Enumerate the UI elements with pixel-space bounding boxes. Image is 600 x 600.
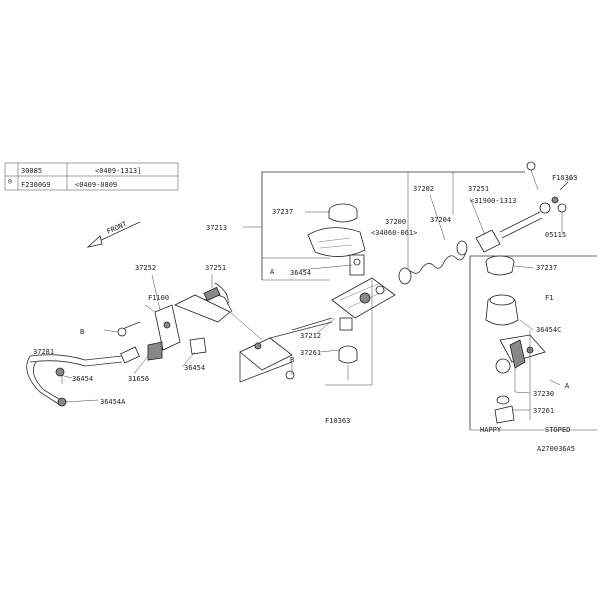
label-37204: 37204 [430, 216, 451, 224]
label-37213: 37213 [206, 224, 227, 232]
header-row2-part: F2300G9 [21, 181, 51, 189]
label-37200-sub: <34060-061> [371, 229, 417, 237]
label-stoped: STOPED [545, 426, 570, 434]
pipe-37281 [26, 346, 140, 407]
assembly-bracket [261, 171, 525, 281]
pipe-left [174, 282, 263, 341]
label-36454-low: 36454 [184, 364, 205, 372]
label-aa: A [565, 382, 570, 390]
label-f10363-bottom: F10363 [325, 417, 350, 425]
label-b-left: B [80, 328, 84, 336]
label-37237: 37237 [272, 208, 293, 216]
label-37212-mid: 37212 [300, 332, 321, 340]
reservoir-tank [307, 203, 366, 276]
label-37261-right: 37261 [533, 407, 554, 415]
front-label: FRONT [106, 220, 129, 236]
label-36454b: 36454A [100, 398, 126, 406]
coil-hose [398, 240, 468, 285]
header-row1-part: 30085 [21, 167, 42, 175]
label-37281: 37281 [33, 348, 54, 356]
header-circle-symbol: ◎ [8, 177, 13, 185]
front-arrow: FRONT [86, 220, 141, 248]
rod-37251 [475, 161, 569, 253]
label-a: A [270, 268, 275, 276]
label-37237-right: 37237 [536, 264, 557, 272]
label-37252: 37252 [135, 264, 156, 272]
label-36454-mid: 36454 [290, 269, 311, 277]
label-b: B [290, 356, 294, 364]
label-37261-mid: 37261 [300, 349, 321, 357]
label-37251-left: 37251 [205, 264, 226, 272]
leader-lines [59, 175, 576, 411]
catalog-number: A270036A5 [537, 445, 575, 453]
label-f1100: F1100 [148, 294, 169, 302]
master-cylinder [325, 277, 396, 386]
label-f10363-top: F10363 [552, 174, 577, 182]
label-37251: 37251 [468, 185, 489, 193]
pedal-bracket [239, 337, 295, 383]
label-37230: 37230 [533, 390, 554, 398]
header-row2-range: <0409-0809 [75, 181, 117, 189]
label-05115: 05115 [545, 231, 566, 239]
header-row1-range: <0409-1313] [95, 167, 141, 175]
bracket-f1100 [117, 304, 207, 361]
detail-box [469, 255, 597, 431]
label-36454c-right: 36454C [536, 326, 561, 334]
label-37251-sub: <31900-1313 [470, 197, 516, 205]
pushrod [269, 317, 333, 339]
label-36454-left: 36454 [72, 375, 93, 383]
label-31656: 31656 [128, 375, 149, 383]
label-happy: HAPPY [480, 426, 502, 434]
header-table: ◎ 30085 <0409-1313] F2300G9 <0409-0809 [4, 162, 179, 191]
label-37200: 37200 [385, 218, 406, 226]
label-f1-right: F1 [545, 294, 553, 302]
label-37202: 37202 [413, 185, 434, 193]
